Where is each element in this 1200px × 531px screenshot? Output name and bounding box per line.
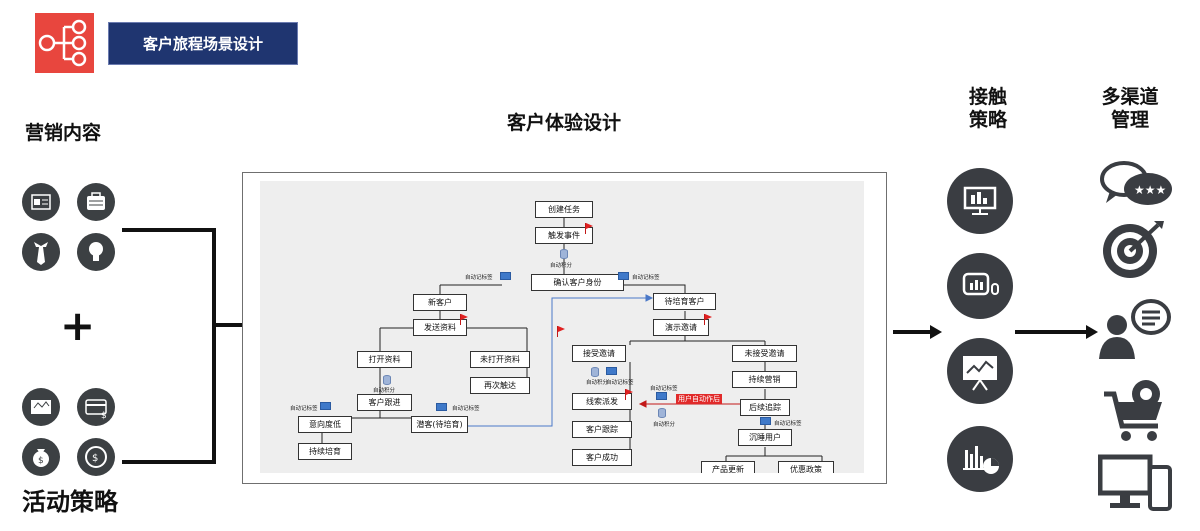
target-icon [1103,221,1164,278]
flow-diagram: 创建任务 触发事件 确认客户身份 新客户 待培育客户 发送资料 演示邀请 打开资… [260,181,864,473]
flow-node-lead-dispatch: 线索派发 [572,393,632,410]
flow-node-confirm-identity: 确认客户身份 [531,274,624,291]
logo-icon [35,13,94,73]
flow-node-continue-marketing: 持续营销 [732,371,797,388]
flow-node-not-opened-material: 未打开资料 [470,351,530,368]
auto-tag-label: 自动记标签 [774,421,802,427]
flow-node-create-task: 创建任务 [535,201,593,218]
tag-icon [606,367,617,375]
flow-node-new-customer: 新客户 [413,294,467,311]
flag-icon [625,389,633,400]
arrow-head [930,325,942,339]
flag-icon [460,314,468,325]
presentation-icon [947,168,1013,234]
arrow-to-strategy [893,330,931,334]
arrow-head [1086,325,1098,339]
page-title: 客户旅程场景设计 [108,22,298,65]
flow-node-decline-invite: 未接受邀请 [732,345,797,362]
arrow-to-channels [1015,330,1087,334]
auto-tag-label: 自动记标签 [465,275,493,281]
flow-node-retouch: 再次触达 [470,377,530,394]
auto-points-label: 自动积分 [550,263,573,269]
flow-node-send-material: 发送资料 [413,319,467,336]
user-auto-action-label: 用户自动作后 [676,394,722,404]
devices-icon [1098,454,1172,511]
flow-node-opened-material: 打开资料 [357,351,412,368]
database-icon [658,408,666,418]
auto-tag-label: 自动记标签 [452,406,480,412]
lightbulb-icon [77,233,115,271]
tag-icon [436,403,447,411]
cart-icon [1104,380,1162,441]
user-chat-icon [1099,299,1171,359]
channels-heading: 多渠道 管理 [1101,86,1159,131]
flow-node-demo-invite: 演示邀请 [653,319,709,336]
flow-node-followup-tracking: 后续追踪 [740,399,790,416]
auto-tag-label: 自动记标签 [606,380,634,386]
auto-points-label: 自动积分 [373,388,396,394]
money-bag-icon: $ [22,438,60,476]
marketing-content-heading: 营销内容 [25,122,102,144]
flow-node-intent: 意向度低 [298,416,352,433]
svg-text:$: $ [92,453,98,464]
cx-design-heading: 客户体验设计 [507,112,622,134]
tag-icon [500,272,511,280]
bar-pie-icon [947,426,1013,492]
activity-strategy-heading: 活动策略 [22,488,118,516]
flow-node-customer-followup: 客户跟进 [357,394,412,411]
chat-stars-icon: ★★★ [1100,161,1172,205]
flow-node-continuous-nurture: 持续培育 [298,443,352,460]
card-icon: $ [77,388,115,426]
bracket-vertical [212,228,216,464]
flow-node-product-update: 产品更新 [701,461,755,473]
auto-points-label: 自动积分 [586,380,609,386]
plus-sign: + [60,301,96,350]
flow-node-trigger-event: 触发事件 [535,227,593,244]
flow-node-customer-success: 客户成功 [572,449,632,466]
chart-screen-icon [947,253,1013,319]
flow-node-dormant-user: 沉睡用户 [738,429,792,446]
news-icon [22,183,60,221]
database-icon [560,249,568,259]
flow-node-customer-tracking: 客户跟踪 [572,421,632,438]
auto-tag-label: 自动记标签 [632,275,660,281]
tag-icon [618,272,629,280]
flow-node-accept-invite: 接受邀请 [572,345,626,362]
briefcase-icon [77,183,115,221]
flag-icon [704,314,712,325]
tie-icon [22,233,60,271]
auto-tag-label: 自动记标签 [650,386,678,392]
tag-icon [656,392,667,400]
bracket-bottom [122,460,216,464]
auto-tag-label: 自动记标签 [290,406,318,412]
exchange-icon: $ [77,438,115,476]
auto-points-label: 自动积分 [653,422,676,428]
contact-strategy-heading: 接触 策略 [968,86,1007,131]
flag-icon [585,223,593,234]
bracket-connector [212,323,258,327]
flag-icon [557,326,565,337]
database-icon [591,367,599,377]
tag-icon [760,417,771,425]
map-icon [22,388,60,426]
svg-text:$: $ [101,411,107,421]
flow-node-potential: 潜客(待培育) [411,416,468,433]
board-icon [947,338,1013,404]
bracket-top [122,228,216,232]
svg-text:★★★: ★★★ [1134,183,1166,197]
tag-icon [320,402,331,410]
flow-node-offer-policy: 优惠政策 [778,461,834,473]
svg-text:$: $ [38,456,44,466]
flow-node-pending-nurture: 待培育客户 [653,293,716,310]
database-icon [383,375,391,385]
